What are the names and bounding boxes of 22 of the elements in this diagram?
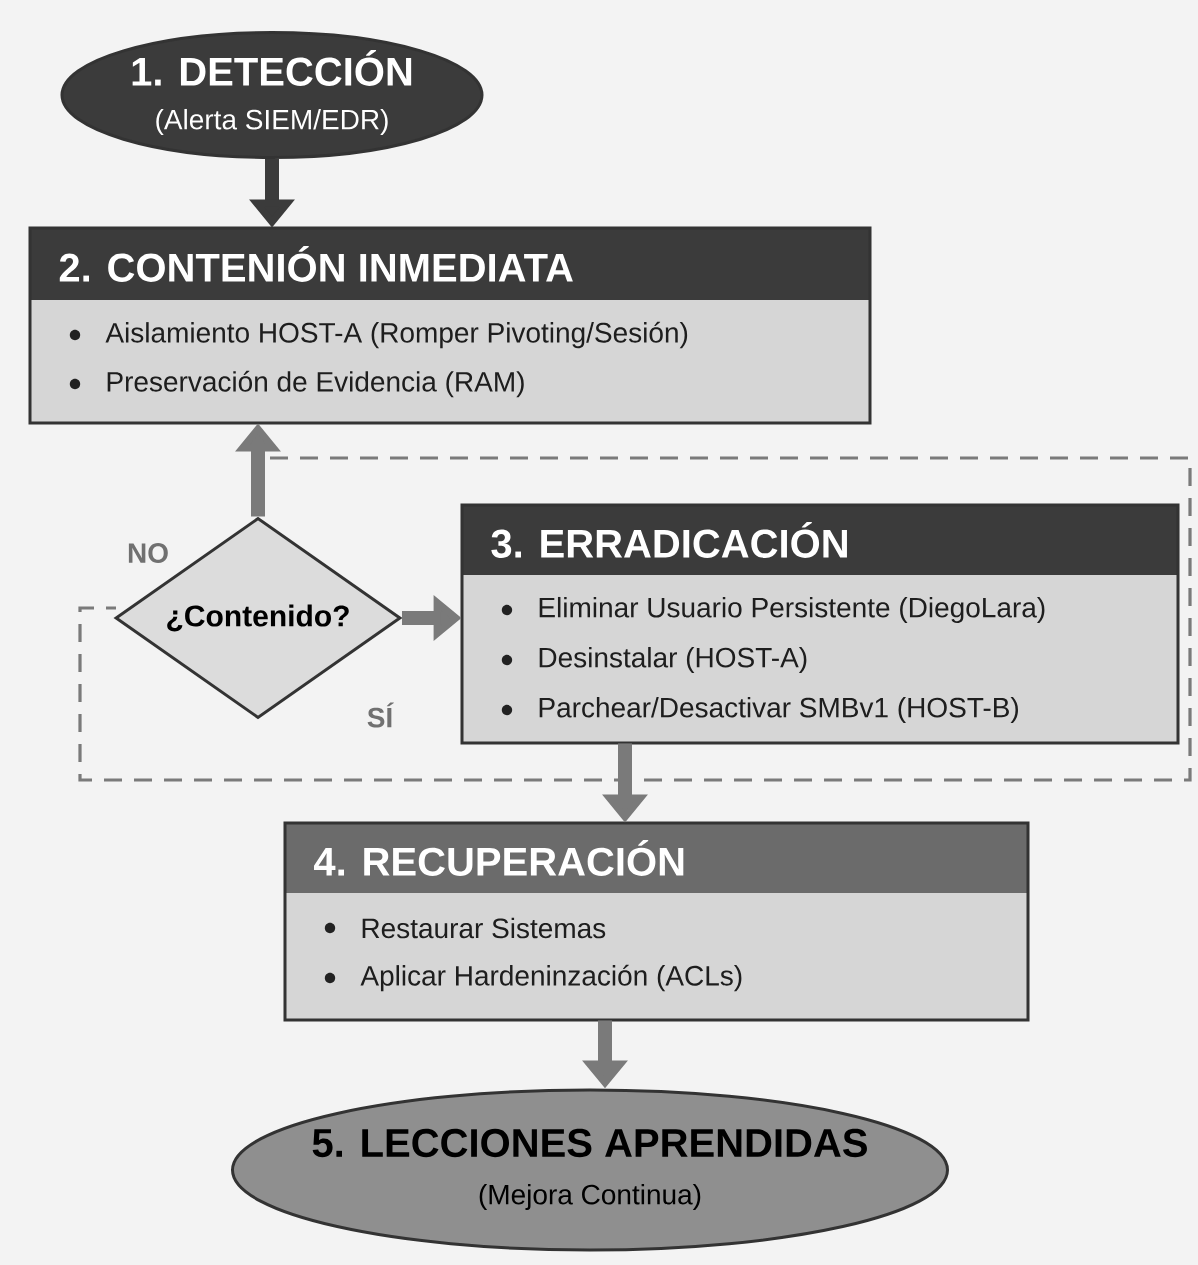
edge-label: NO xyxy=(123,539,173,567)
bullet-text: Preservación de Evidencia (RAM) xyxy=(107,370,524,398)
box-heading: 3. ERRADICACIÓN xyxy=(491,522,847,558)
process-box xyxy=(460,503,1180,745)
process-box xyxy=(283,821,1030,1022)
terminal-ellipse xyxy=(60,31,484,159)
node-heading: 5. LECCIONES APRENDIDAS xyxy=(312,1128,867,1158)
bullet-text: Restaurar Sistemas xyxy=(362,917,606,939)
bullet-text: Desinstalar (HOST-A) xyxy=(539,646,807,674)
box-heading: 4. RECUPERACIÓN xyxy=(314,840,684,876)
node-text: ¿Contenido? xyxy=(167,604,349,632)
process-box xyxy=(28,226,872,425)
bullet-text: Parchear/Desactivar SMBv1 (HOST-B) xyxy=(539,696,1018,724)
box-heading: 2. CONTENIÓN INMEDIATA xyxy=(59,246,573,282)
bullet-text: Aplicar Hardeninzación (ACLs) xyxy=(360,964,742,992)
terminal-ellipse xyxy=(231,1088,949,1252)
node-subtext: (Mejora Continua) xyxy=(479,1183,701,1211)
bullet-text: Eliminar Usuario Persistente (DiegoLara) xyxy=(539,596,1045,624)
edge-label: SÍ xyxy=(362,698,398,732)
bullet-text: Aislamiento HOST-A (Romper Pivoting/Sesión) xyxy=(105,321,688,349)
node-subtext: (Alerta SIEM/EDR) xyxy=(156,108,388,136)
node-heading: 1. DETECCIÓN xyxy=(132,50,412,86)
